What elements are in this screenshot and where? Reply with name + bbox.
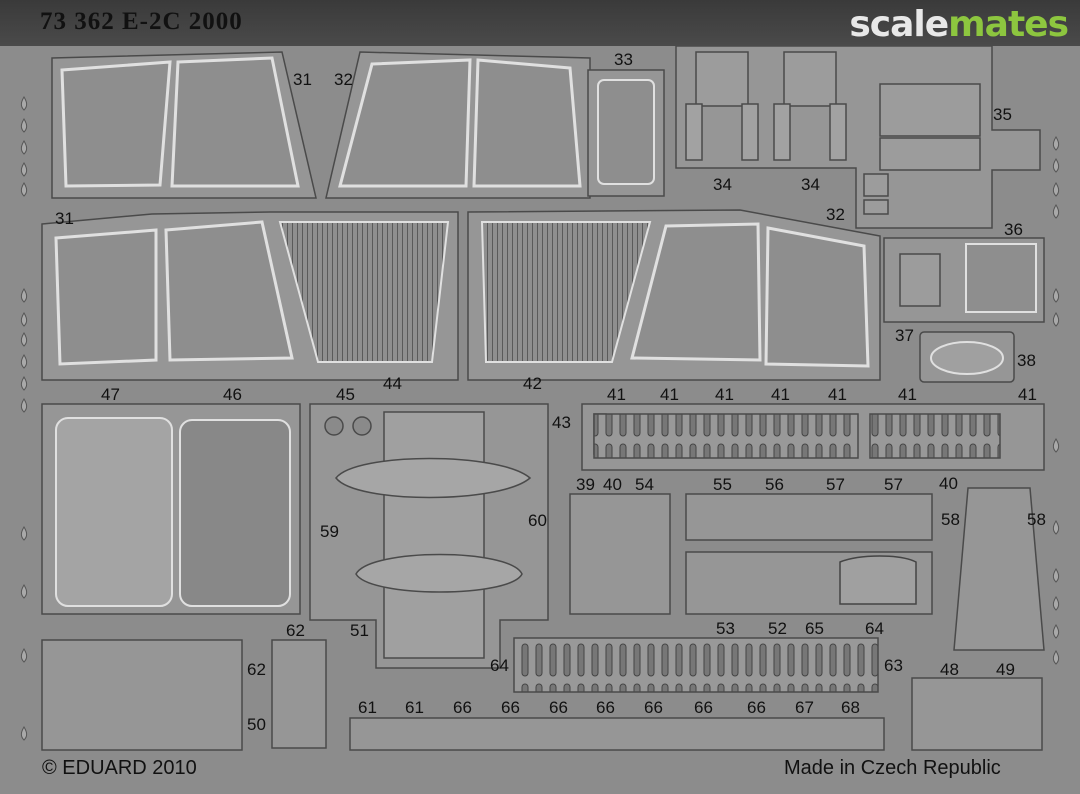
part-num: 62 <box>247 660 266 679</box>
part-num: 57 <box>884 475 903 494</box>
part-num: 39 <box>576 475 595 494</box>
part-num: 53 <box>716 619 735 638</box>
watermark-text-1: scale <box>849 4 949 45</box>
part-num: 41 <box>607 385 626 404</box>
part-num: 41 <box>1018 385 1037 404</box>
part-num: 66 <box>747 698 766 717</box>
part-num: 67 <box>795 698 814 717</box>
origin-text: Made in Czech Republic <box>784 757 1001 779</box>
part-num: 40 <box>939 474 958 493</box>
part-num: 37 <box>895 326 914 345</box>
part-num: 59 <box>320 522 339 541</box>
part-num: 57 <box>826 475 845 494</box>
part-num: 46 <box>223 385 242 404</box>
part-num: 64 <box>490 656 509 675</box>
part-num: 50 <box>247 715 266 734</box>
part-num: 64 <box>865 619 884 638</box>
part-num: 61 <box>405 698 424 717</box>
part-num: 65 <box>805 619 824 638</box>
part-num: 41 <box>898 385 917 404</box>
part-num: 32 <box>334 70 353 89</box>
part-num: 51 <box>350 621 369 640</box>
part-num: 58 <box>1027 510 1046 529</box>
part-num: 34 <box>801 175 820 194</box>
part-num: 58 <box>941 510 960 529</box>
part-num: 56 <box>765 475 784 494</box>
part-num: 63 <box>884 656 903 675</box>
part-num: 40 <box>603 475 622 494</box>
part-num: 35 <box>993 105 1012 124</box>
part-num: 66 <box>501 698 520 717</box>
part-num: 54 <box>635 475 654 494</box>
watermark-logo: scalemates <box>849 4 1069 45</box>
part-54-56 <box>569 493 671 615</box>
part-num: 62 <box>286 621 305 640</box>
part-59-60 <box>953 487 1045 651</box>
part-num: 49 <box>996 660 1015 679</box>
part-num: 36 <box>1004 220 1023 239</box>
part-num: 48 <box>940 660 959 679</box>
part-num: 66 <box>694 698 713 717</box>
part-62 <box>513 637 879 693</box>
part-50 <box>271 639 327 749</box>
part-num: 55 <box>713 475 732 494</box>
copyright-text: © EDUARD 2010 <box>42 757 197 779</box>
part-num: 42 <box>523 374 542 393</box>
part-num: 66 <box>596 698 615 717</box>
part-66-70 <box>349 717 885 751</box>
part-61 <box>911 677 1043 751</box>
part-num: 66 <box>644 698 663 717</box>
part-num: 61 <box>358 698 377 717</box>
part-num: 34 <box>713 175 732 194</box>
part-num: 41 <box>715 385 734 404</box>
part-num: 66 <box>453 698 472 717</box>
part-num: 38 <box>1017 351 1036 370</box>
part-num: 31 <box>293 70 312 89</box>
kit-title: 73 362 E-2C 2000 <box>40 8 243 35</box>
part-num: 32 <box>826 205 845 224</box>
part-num: 44 <box>383 374 402 393</box>
part-num: 43 <box>552 413 571 432</box>
part-num: 41 <box>771 385 790 404</box>
header-bar <box>0 0 1080 46</box>
part-57-58 <box>685 493 933 541</box>
part-num: 47 <box>101 385 120 404</box>
part-num: 66 <box>549 698 568 717</box>
watermark-text-2: mates <box>948 4 1069 45</box>
part-num: 68 <box>841 698 860 717</box>
part-num: 52 <box>768 619 787 638</box>
part-num: 41 <box>828 385 847 404</box>
part-48-49 <box>41 639 243 751</box>
part-num: 41 <box>660 385 679 404</box>
part-num: 31 <box>55 209 74 228</box>
part-num: 45 <box>336 385 355 404</box>
part-num: 60 <box>528 511 547 530</box>
part-num: 33 <box>614 50 633 69</box>
